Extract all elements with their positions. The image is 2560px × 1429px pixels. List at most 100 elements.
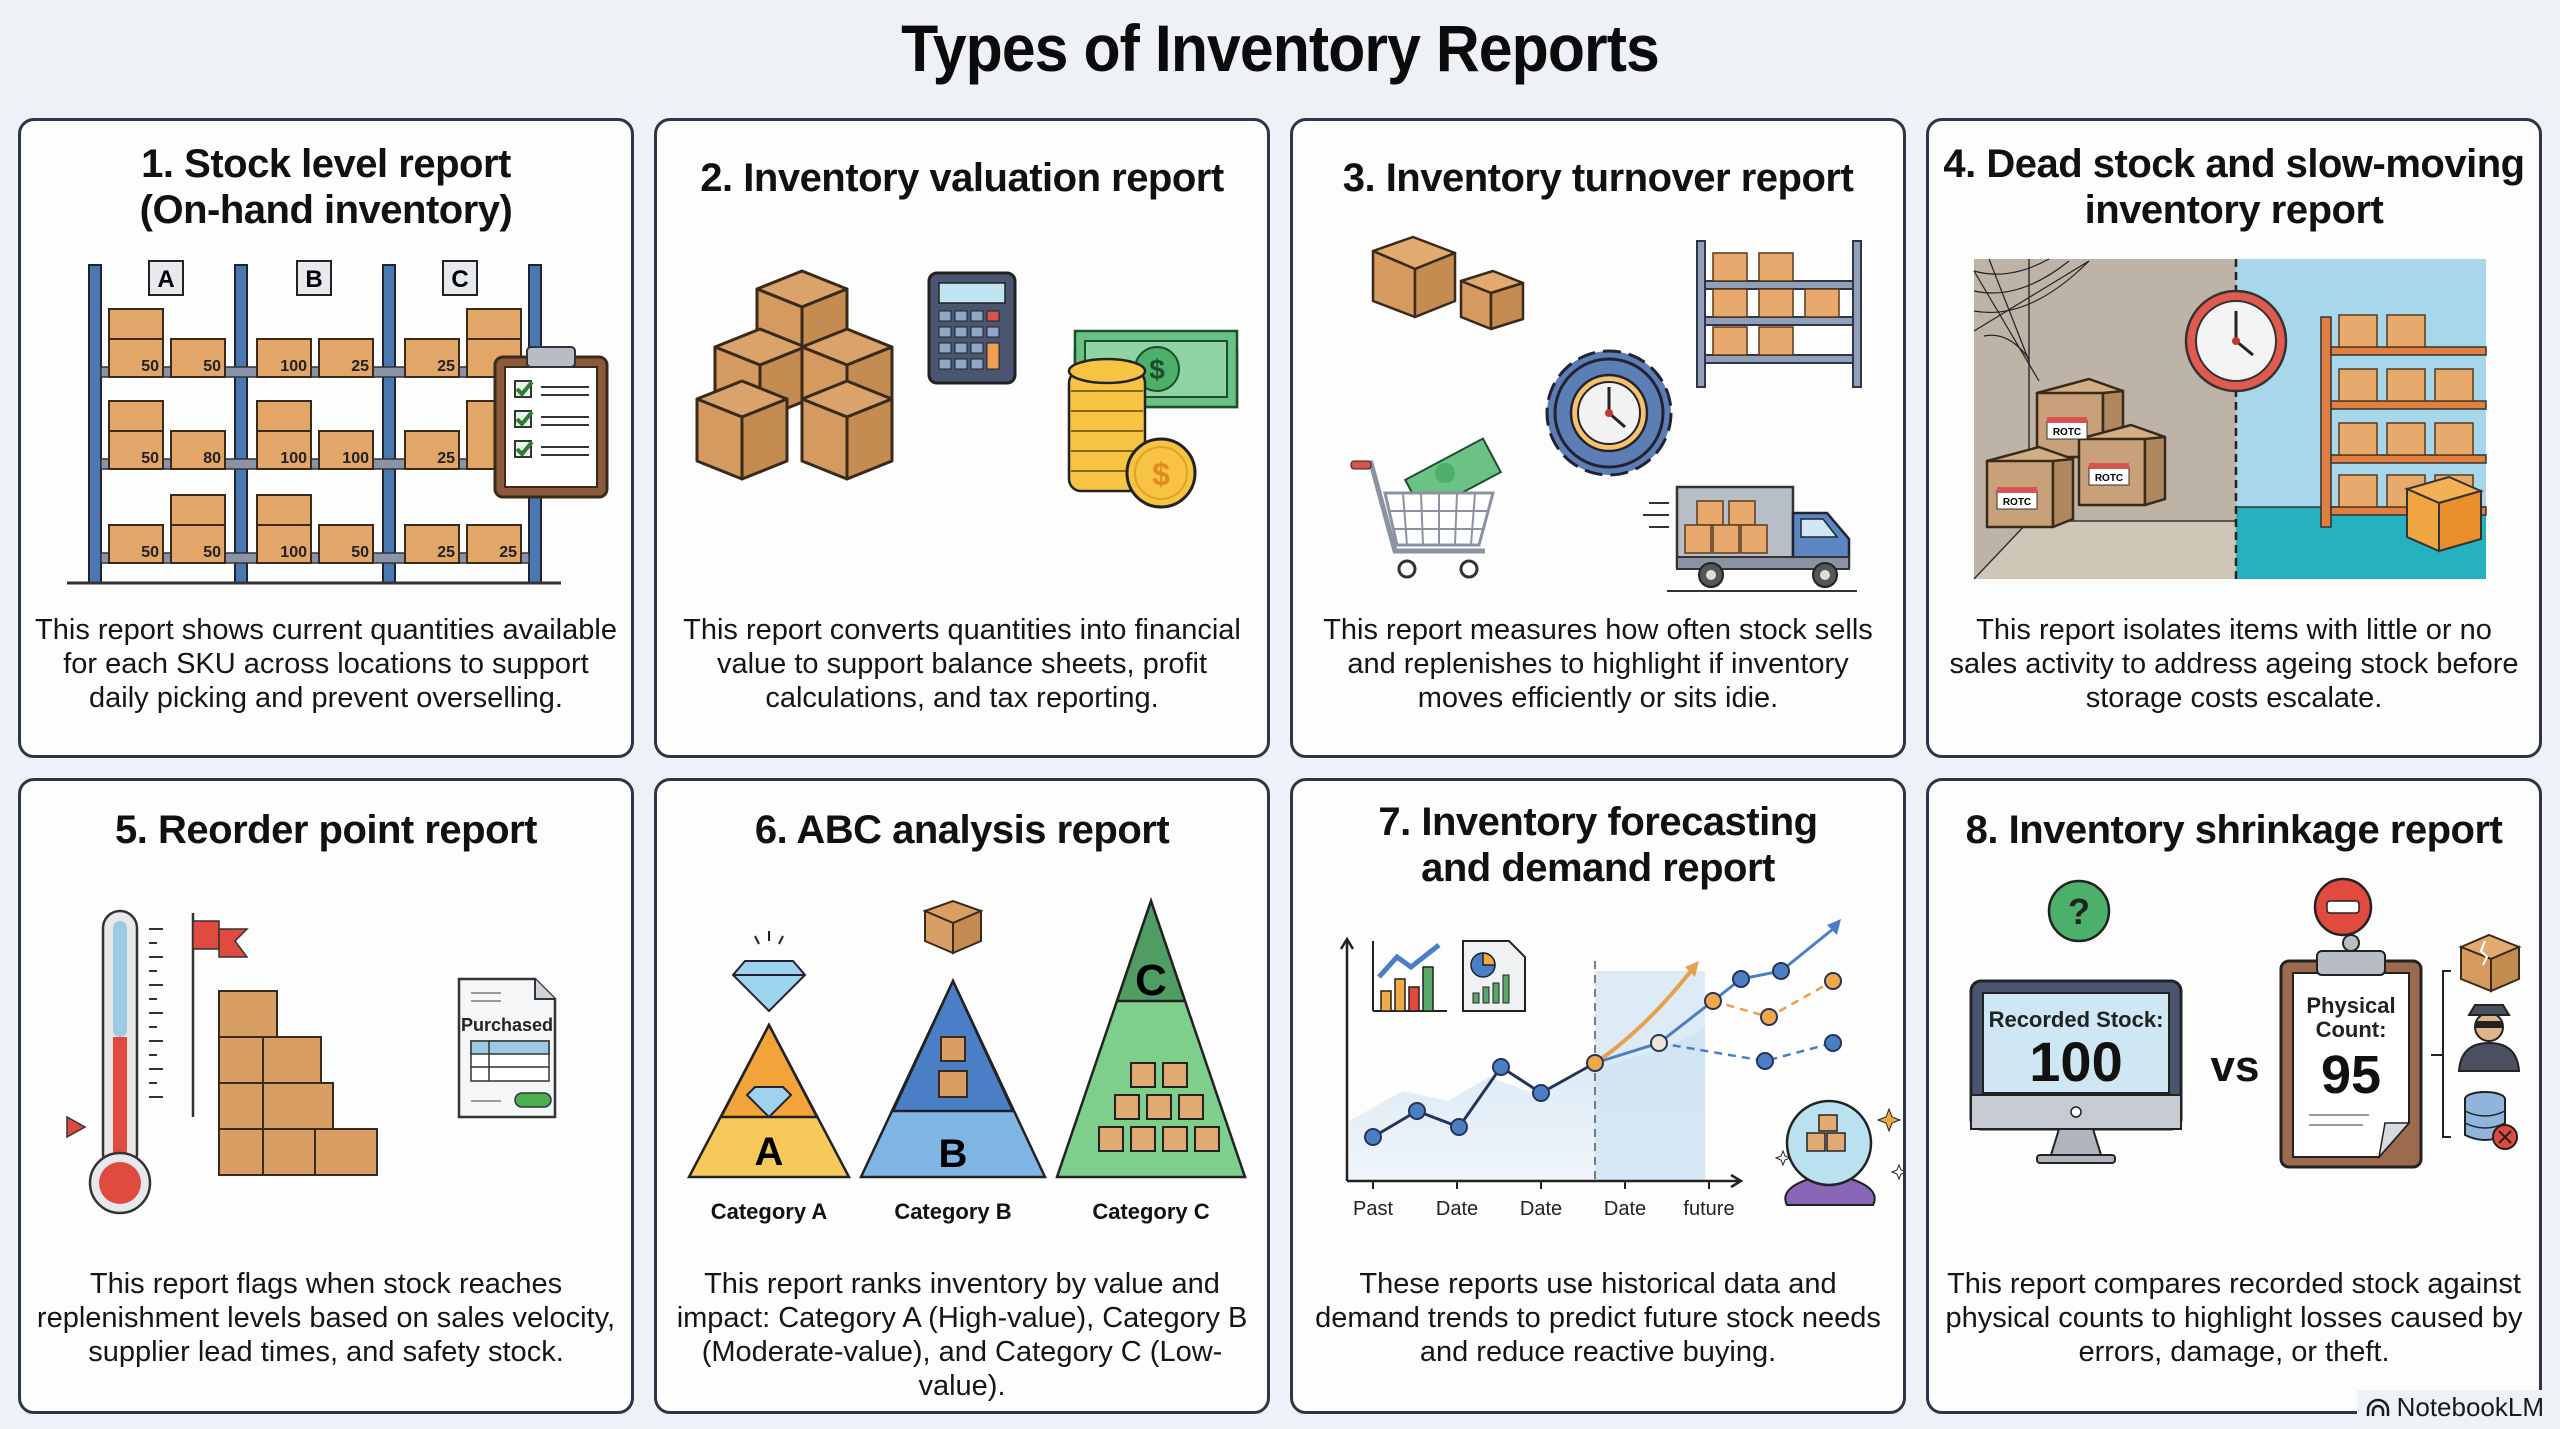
thermometer-icon (66, 909, 163, 1215)
pyramid-category-a: A (686, 931, 852, 1179)
svg-text:$: $ (1152, 456, 1170, 492)
svg-text:100: 100 (280, 450, 307, 467)
svg-text:A: A (157, 266, 174, 293)
computer-monitor-icon: Recorded Stock: 100 (1969, 979, 2183, 1164)
card-title: 7. Inventory forecasting and demand repo… (1378, 800, 1818, 890)
shelf-icon (1696, 240, 1862, 388)
vs-label: vs (2211, 1042, 2260, 1091)
svg-text:Past: Past (1353, 1198, 1393, 1220)
watermark-label: NotebookLM (2396, 1392, 2544, 1422)
stacked-boxes-icon (695, 269, 894, 481)
crystal-ball-icon (1774, 1099, 1903, 1206)
card-title: 8. Inventory shrinkage report (1965, 808, 2503, 852)
svg-text:50: 50 (203, 544, 221, 561)
cash-and-coins-icon: $ $ (1067, 329, 1239, 509)
card-title: 1. Stock level report (On-hand inventory… (139, 142, 513, 232)
warehouse-shelving-with-clipboard-icon: A B C (67, 260, 609, 585)
card-title: 3. Inventory turnover report (1342, 156, 1854, 200)
pyramid-category-c: C (1055, 897, 1247, 1179)
svg-text:Date: Date (1436, 1198, 1478, 1220)
svg-text:C: C (451, 266, 468, 293)
card-description: This report ranks inventory by value and… (676, 1268, 1248, 1402)
card-abc-analysis-report: 6. ABC analysis report A B (654, 778, 1270, 1414)
svg-text:Count:: Count: (2316, 1017, 2387, 1042)
svg-text:50: 50 (141, 358, 159, 375)
thief-icon (2457, 1004, 2521, 1072)
svg-text:95: 95 (2321, 1045, 2381, 1105)
damaged-box-icon (2458, 933, 2522, 993)
svg-text:future: future (1683, 1198, 1734, 1220)
svg-text:100: 100 (342, 450, 369, 467)
svg-text:A: A (755, 1130, 784, 1174)
card-stock-level-report: 1. Stock level report (On-hand inventory… (18, 118, 634, 758)
box-icon (922, 899, 984, 1098)
svg-text:25: 25 (437, 358, 455, 375)
svg-text:50: 50 (141, 450, 159, 467)
svg-text:100: 100 (280, 544, 307, 561)
flag-icon (191, 913, 249, 1117)
card-title: 5. Reorder point report (115, 808, 537, 852)
pyramid-category-b: B (859, 899, 1047, 1179)
card-title: 6. ABC analysis report (754, 808, 1170, 852)
svg-text:ROTC: ROTC (2053, 427, 2081, 438)
svg-text:B: B (939, 1132, 968, 1176)
report-document-icon (1462, 940, 1526, 1012)
svg-text:$: $ (1149, 354, 1165, 385)
card-title: 2. Inventory valuation report (700, 156, 1224, 200)
card-description: This report isolates items with little o… (1949, 614, 2519, 714)
svg-text:100: 100 (280, 358, 307, 375)
svg-text:?: ? (2068, 891, 2090, 932)
card-description: This report compares recorded stock agai… (1945, 1268, 2523, 1368)
card-description: This report shows current quantities ava… (35, 614, 617, 714)
card-inventory-turnover-report: 3. Inventory turnover report (1290, 118, 1906, 758)
cobweb-icon (1973, 258, 2090, 382)
svg-text:25: 25 (437, 544, 455, 561)
svg-text:50: 50 (203, 358, 221, 375)
gear-clock-icon (1545, 349, 1673, 477)
svg-text:ROTC: ROTC (2095, 473, 2123, 484)
svg-text:25: 25 (437, 450, 455, 467)
svg-text:Category A: Category A (711, 1199, 828, 1224)
svg-text:ROTC: ROTC (2003, 497, 2031, 508)
minus-circle-icon (2313, 877, 2373, 937)
card-title: 4. Dead stock and slow-moving inventory … (1943, 142, 2525, 232)
card-shrinkage-report: 8. Inventory shrinkage report ? Recorded… (1926, 778, 2542, 1414)
card-dead-stock-report: 4. Dead stock and slow-moving inventory … (1926, 118, 2542, 758)
notebooklm-logo-icon (2366, 1398, 2389, 1416)
question-icon: ? (2047, 879, 2111, 943)
svg-text:Date: Date (1604, 1198, 1646, 1220)
wall-clock-icon (2184, 289, 2288, 393)
svg-text:Purchased: Purchased (461, 1015, 553, 1035)
card-forecasting-report: 7. Inventory forecasting and demand repo… (1290, 778, 1906, 1414)
svg-text:Date: Date (1520, 1198, 1562, 1220)
calculator-icon (927, 271, 1017, 385)
bar-chart-icon (1372, 941, 1447, 1012)
delivery-truck-icon (1643, 485, 1857, 592)
svg-text:50: 50 (351, 544, 369, 561)
many-boxes-icon (1098, 1062, 1220, 1152)
stocked-shelf-icon (2320, 314, 2487, 553)
card-inventory-valuation-report: 2. Inventory valuation report (654, 118, 1270, 758)
clipboard-icon: Physical Count: 95 (2279, 934, 2423, 1169)
card-reorder-point-report: 5. Reorder point report (18, 778, 634, 1414)
svg-text:Category C: Category C (1092, 1199, 1209, 1224)
svg-text:25: 25 (499, 544, 517, 561)
box-stack-icon (218, 990, 378, 1176)
svg-text:50: 50 (141, 544, 159, 561)
svg-text:25: 25 (351, 358, 369, 375)
card-description: This report flags when stock reaches rep… (36, 1268, 616, 1368)
svg-text:100: 100 (2029, 1030, 2122, 1093)
diamond-icon (731, 931, 807, 1119)
svg-text:Recorded Stock:: Recorded Stock: (1989, 1007, 2164, 1032)
svg-text:80: 80 (203, 450, 221, 467)
purchase-order-icon: Purchased (457, 977, 557, 1119)
card-description: This report converts quantities into fin… (683, 614, 1241, 714)
card-description: These reports use historical data and de… (1315, 1268, 1881, 1368)
notebooklm-watermark: NotebookLM (2356, 1390, 2552, 1425)
clipboard-checklist-icon (493, 346, 609, 499)
database-error-icon (2464, 1091, 2518, 1150)
card-description: This report measures how often stock sel… (1323, 614, 1873, 714)
forecast-line-chart: Past Date Date Date future (1339, 919, 1903, 1220)
shopping-cart-cash-icon (1350, 437, 1503, 579)
boxes-icon (1371, 235, 1525, 331)
